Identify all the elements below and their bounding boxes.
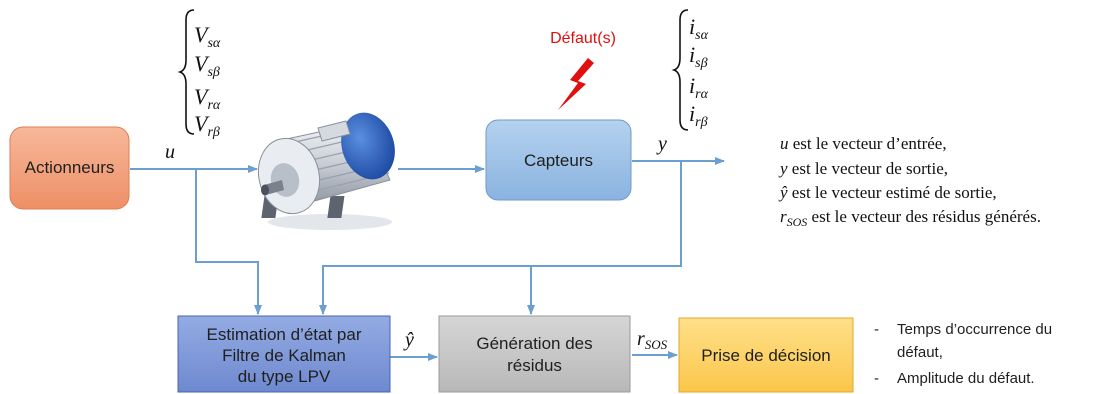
bullet-marker: - bbox=[874, 321, 879, 338]
fault-label: Défaut(s) bbox=[550, 30, 616, 47]
estimator-label-line1: Estimation d’état par bbox=[207, 325, 362, 344]
legend: u est le vecteur d’entrée, y est le vect… bbox=[778, 134, 1041, 229]
residuals-block: Génération des résidus bbox=[438, 315, 631, 393]
sensors-label: Capteurs bbox=[524, 151, 593, 170]
actuators-block: Actionneurs bbox=[9, 126, 130, 210]
output-occurrence-time: Temps d’occurrence du bbox=[897, 321, 1052, 338]
connection-wires bbox=[130, 157, 725, 361]
signal-y-label: y bbox=[656, 133, 667, 155]
current-3: irα bbox=[689, 73, 709, 102]
current-set: isα isβ irα irβ bbox=[671, 9, 709, 131]
decision-label: Prise de décision bbox=[701, 346, 830, 365]
output-occurrence-time-cont: défaut, bbox=[897, 344, 943, 361]
actuators-label: Actionneurs bbox=[25, 158, 115, 177]
decision-block: Prise de décision bbox=[678, 317, 854, 393]
fault-indicator: Défaut(s) bbox=[550, 30, 616, 110]
bullet-marker: - bbox=[874, 370, 879, 387]
current-1: isα bbox=[689, 14, 709, 43]
lightning-icon bbox=[558, 58, 594, 110]
estimator-label-line3: du type LPV bbox=[238, 367, 331, 386]
legend-item: y est le vecteur de sortie, bbox=[778, 159, 948, 178]
output-amplitude: Amplitude du défaut. bbox=[897, 370, 1035, 387]
voltage-1: Vsα bbox=[194, 22, 221, 51]
voltage-3: Vrα bbox=[194, 84, 221, 113]
legend-item: rSOS est le vecteur des résidus générés. bbox=[780, 207, 1041, 229]
legend-item: ŷ est le vecteur estimé de sortie, bbox=[778, 183, 997, 202]
decision-outputs: - Temps d’occurrence du défaut, - Amplit… bbox=[874, 321, 1052, 387]
legend-item: u est le vecteur d’entrée, bbox=[780, 134, 947, 153]
voltage-brace bbox=[177, 9, 195, 135]
estimator-block: Estimation d’état par Filtre de Kalman d… bbox=[177, 315, 391, 393]
current-brace bbox=[671, 9, 689, 131]
residuals-label-line2: résidus bbox=[507, 356, 562, 375]
estimator-label-line2: Filtre de Kalman bbox=[222, 346, 346, 365]
signal-u-label: u bbox=[165, 141, 175, 163]
current-2: isβ bbox=[689, 42, 708, 71]
current-4: irβ bbox=[689, 101, 708, 130]
voltage-set: Vsα Vsβ Vrα Vrβ bbox=[177, 9, 221, 140]
signal-yhat-label: ŷ bbox=[403, 329, 414, 351]
wire-y-to-estimator bbox=[319, 161, 682, 315]
sensors-block: Capteurs bbox=[485, 119, 632, 201]
signal-r-label: rSOS bbox=[637, 328, 668, 352]
voltage-2: Vsβ bbox=[194, 51, 220, 80]
residuals-label-line1: Génération des bbox=[476, 334, 592, 353]
voltage-4: Vrβ bbox=[194, 111, 220, 140]
motor-illustration bbox=[257, 112, 395, 230]
wire-u-to-estimator bbox=[195, 169, 262, 315]
